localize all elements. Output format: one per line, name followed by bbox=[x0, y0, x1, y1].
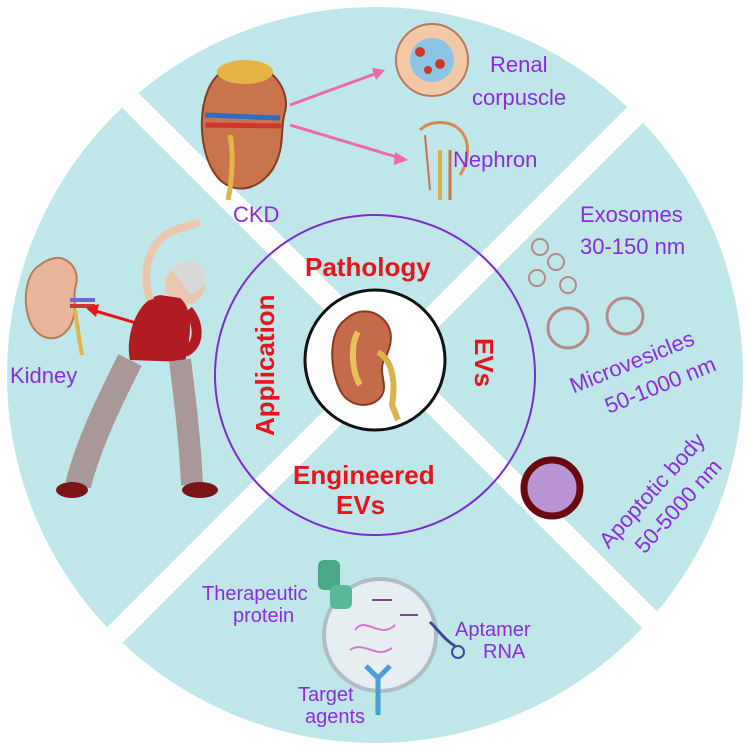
title-pathology: Pathology bbox=[305, 252, 431, 282]
title-evs: EVs bbox=[469, 338, 499, 387]
quadrant-pathology: Renal corpuscle Nephron CKD Pathology bbox=[200, 23, 566, 282]
renal-corpuscle-icon bbox=[395, 23, 469, 97]
arrow-to-nephron bbox=[289, 123, 401, 160]
label-corpuscle: corpuscle bbox=[472, 85, 566, 110]
quadrant-engineered: Engineered EVs Therapeutic protein Aptam… bbox=[202, 460, 531, 728]
ckd-kidney-icon bbox=[200, 60, 287, 201]
kidney-icon bbox=[24, 256, 95, 356]
label-therapeutic: Therapeutic bbox=[202, 583, 308, 605]
nephron-icon bbox=[418, 121, 469, 200]
arrow-head-nephron bbox=[394, 152, 408, 165]
quadrant-application: Kidney Application bbox=[10, 218, 280, 498]
label-renal: Renal bbox=[490, 52, 547, 77]
label-nephron: Nephron bbox=[453, 147, 537, 172]
label-ckd: CKD bbox=[233, 202, 279, 227]
label-target: Target bbox=[298, 684, 354, 706]
label-agents: agents bbox=[305, 706, 365, 728]
microvesicle-circles bbox=[546, 296, 645, 350]
title-application: Application bbox=[250, 294, 280, 436]
label-kidney: Kidney bbox=[10, 363, 77, 388]
inner-ring bbox=[214, 214, 536, 536]
kidney-cross-section-icon bbox=[331, 310, 401, 422]
arrow-head-renal bbox=[372, 68, 385, 80]
label-rna: RNA bbox=[483, 641, 526, 663]
label-exosomes: Exosomes bbox=[580, 202, 683, 227]
title-evs-2: EVs bbox=[336, 490, 385, 520]
label-aptamer: Aptamer bbox=[455, 619, 531, 641]
apoptotic-body-circle bbox=[520, 456, 584, 520]
person-exercising-icon bbox=[56, 218, 218, 498]
arrow-head-kidney bbox=[86, 304, 99, 317]
label-exosomes-size: 30-150 nm bbox=[580, 234, 685, 259]
exosome-circles bbox=[528, 238, 577, 294]
title-engineered: Engineered bbox=[293, 460, 435, 490]
aptamer-rna-icon bbox=[428, 620, 465, 659]
target-agent-icon bbox=[364, 664, 392, 715]
label-protein: protein bbox=[233, 605, 294, 627]
arrow-to-renal bbox=[289, 70, 381, 107]
therapeutic-protein-icon bbox=[318, 560, 352, 609]
